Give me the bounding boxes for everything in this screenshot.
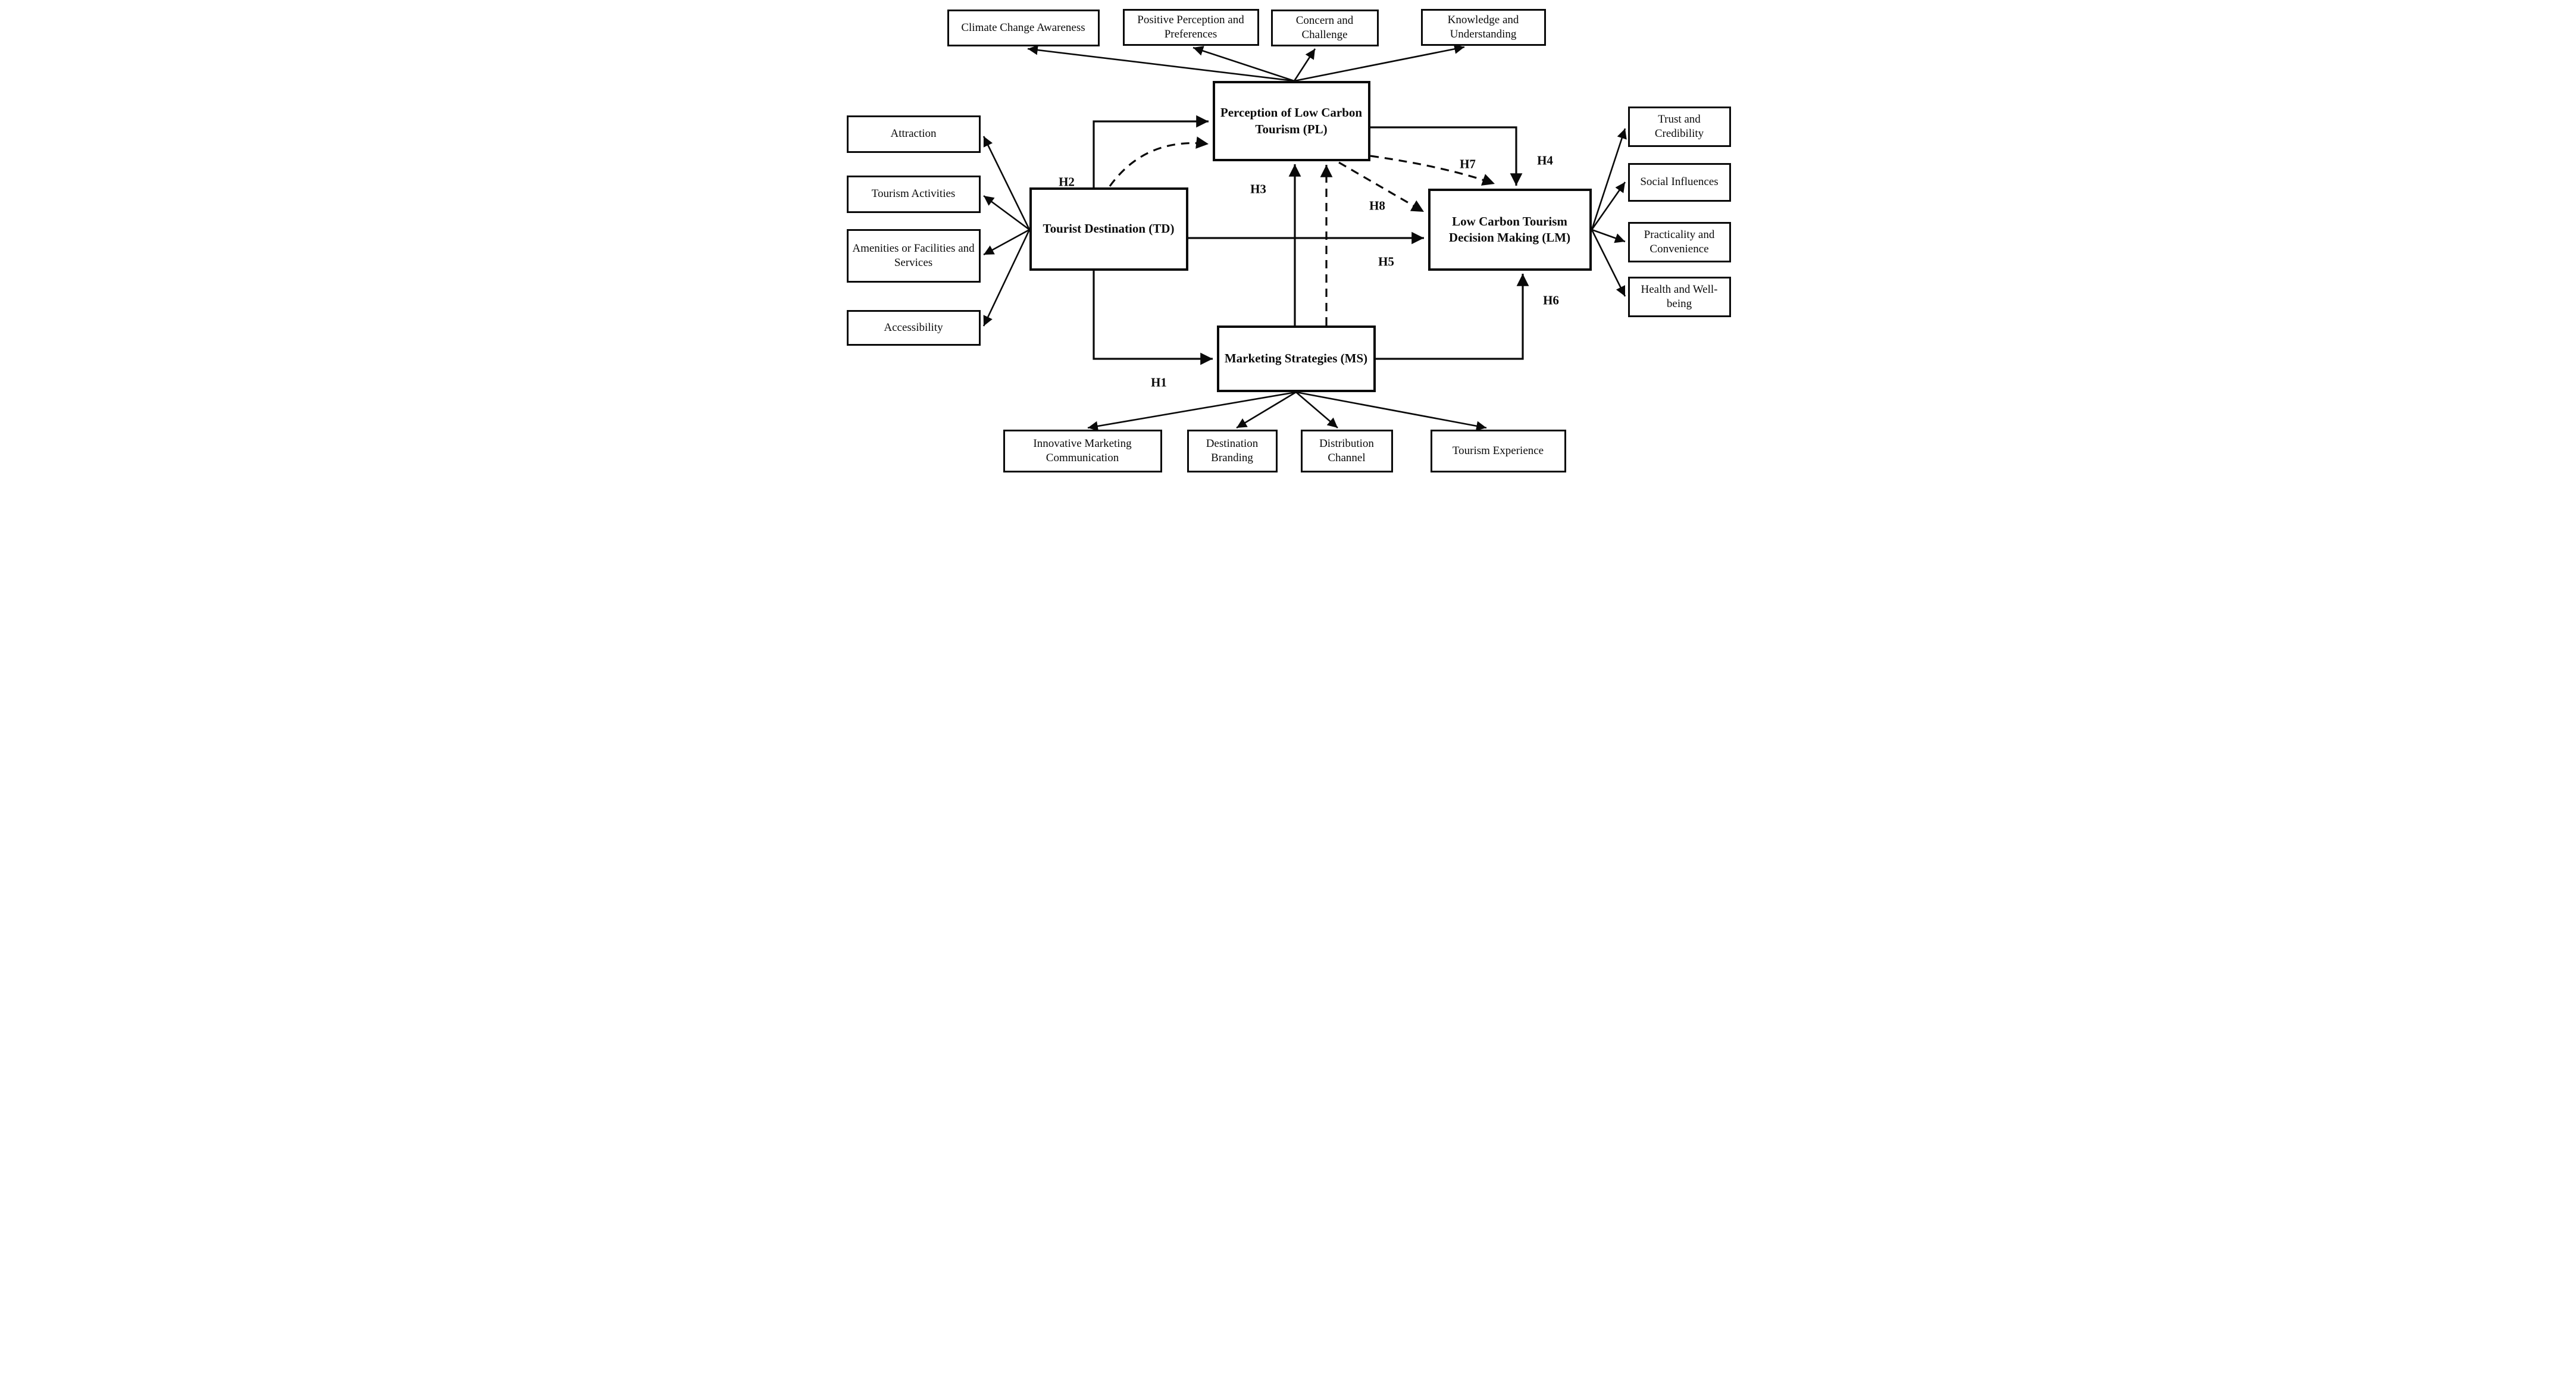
indicator-practicality-convenience: Practicality and Convenience xyxy=(1627,222,1731,262)
label-h8: H8 xyxy=(1369,198,1385,213)
arrow-td-accessibility xyxy=(982,229,1030,327)
indicator-tourism-experience: Tourism Experience xyxy=(1430,430,1566,472)
arrow-pl-climate-change-awareness xyxy=(1027,45,1294,82)
label-h1: H1 xyxy=(1151,375,1167,390)
arrow-td-tourism-activities xyxy=(982,195,1030,231)
indicator-climate-change-awareness: Climate Change Awareness xyxy=(947,10,1100,46)
arrow-ms-innovative-marketing xyxy=(1087,391,1296,431)
label-h3: H3 xyxy=(1250,181,1266,196)
indicator-amenities-facilities-services: Amenities or Facilities and Services xyxy=(846,229,981,283)
path-model-diagram: Perception of Low Carbon Tourism (PL) To… xyxy=(841,0,1735,476)
indicator-health-wellbeing: Health and Well-being xyxy=(1627,277,1731,317)
indicator-distribution-channel: Distribution Channel xyxy=(1300,430,1393,472)
indicator-tourism-activities: Tourism Activities xyxy=(846,176,981,213)
ms-to-bottom-indicators-arrows xyxy=(1087,391,1486,431)
indicator-trust-credibility: Trust and Credibility xyxy=(1627,107,1731,147)
construct-lm: Low Carbon Tourism Decision Making (LM) xyxy=(1428,189,1592,271)
indicator-social-influences: Social Influences xyxy=(1627,163,1731,202)
arrow-lm-social-influences xyxy=(1591,181,1626,230)
mediation-dashed-paths xyxy=(1109,136,1495,325)
indicator-innovative-marketing-communication: Innovative Marketing Communication xyxy=(1003,430,1162,472)
arrow-td-amenities xyxy=(982,229,1030,256)
arrow-td-attraction xyxy=(982,136,1030,230)
arrow-pl-knowledge-understanding xyxy=(1294,44,1464,82)
arrow-lm-health-wellbeing xyxy=(1591,229,1626,297)
arrow-h4-pl-lm xyxy=(1370,126,1522,186)
dashed-arrow-h8-pl-lm-left xyxy=(1338,161,1425,213)
arrow-lm-trust-credibility xyxy=(1591,128,1627,230)
arrow-ms-tourism-experience xyxy=(1295,391,1486,431)
label-h7: H7 xyxy=(1460,157,1476,171)
indicator-concern-challenge: Concern and Challenge xyxy=(1270,10,1379,46)
arrow-pl-concern-challenge xyxy=(1293,48,1316,82)
indicator-destination-branding: Destination Branding xyxy=(1187,430,1278,472)
diagram-wires xyxy=(982,44,1627,431)
dashed-arrow-td-pl xyxy=(1109,136,1209,187)
indicator-accessibility: Accessibility xyxy=(846,310,981,346)
label-h2: H2 xyxy=(1059,174,1075,189)
structural-solid-paths xyxy=(1092,115,1529,365)
arrow-h2-td-pl xyxy=(1092,115,1209,187)
label-h4: H4 xyxy=(1537,153,1553,168)
label-h6: H6 xyxy=(1543,293,1559,308)
pl-to-top-indicators-arrows xyxy=(1027,44,1464,82)
construct-td: Tourist Destination (TD) xyxy=(1029,187,1188,271)
lm-to-right-indicators-arrows xyxy=(1591,128,1627,297)
indicator-positive-perception-preferences: Positive Perception and Preferences xyxy=(1122,9,1259,46)
label-h5: H5 xyxy=(1378,254,1394,269)
arrow-lm-practicality xyxy=(1591,229,1625,243)
td-to-left-indicators-arrows xyxy=(982,136,1030,327)
arrow-h6-ms-lm xyxy=(1375,274,1529,360)
construct-ms: Marketing Strategies (MS) xyxy=(1216,325,1376,392)
arrow-ms-destination-branding xyxy=(1235,391,1297,429)
arrow-h1-td-ms xyxy=(1092,271,1213,365)
dashed-arrow-h7-pl-lm-top xyxy=(1370,155,1495,186)
indicator-attraction: Attraction xyxy=(846,115,981,153)
arrow-pl-positive-perception xyxy=(1192,46,1294,82)
arrow-ms-distribution-channel xyxy=(1295,392,1338,428)
construct-pl: Perception of Low Carbon Tourism (PL) xyxy=(1212,81,1370,161)
indicator-knowledge-understanding: Knowledge and Understanding xyxy=(1420,9,1546,46)
